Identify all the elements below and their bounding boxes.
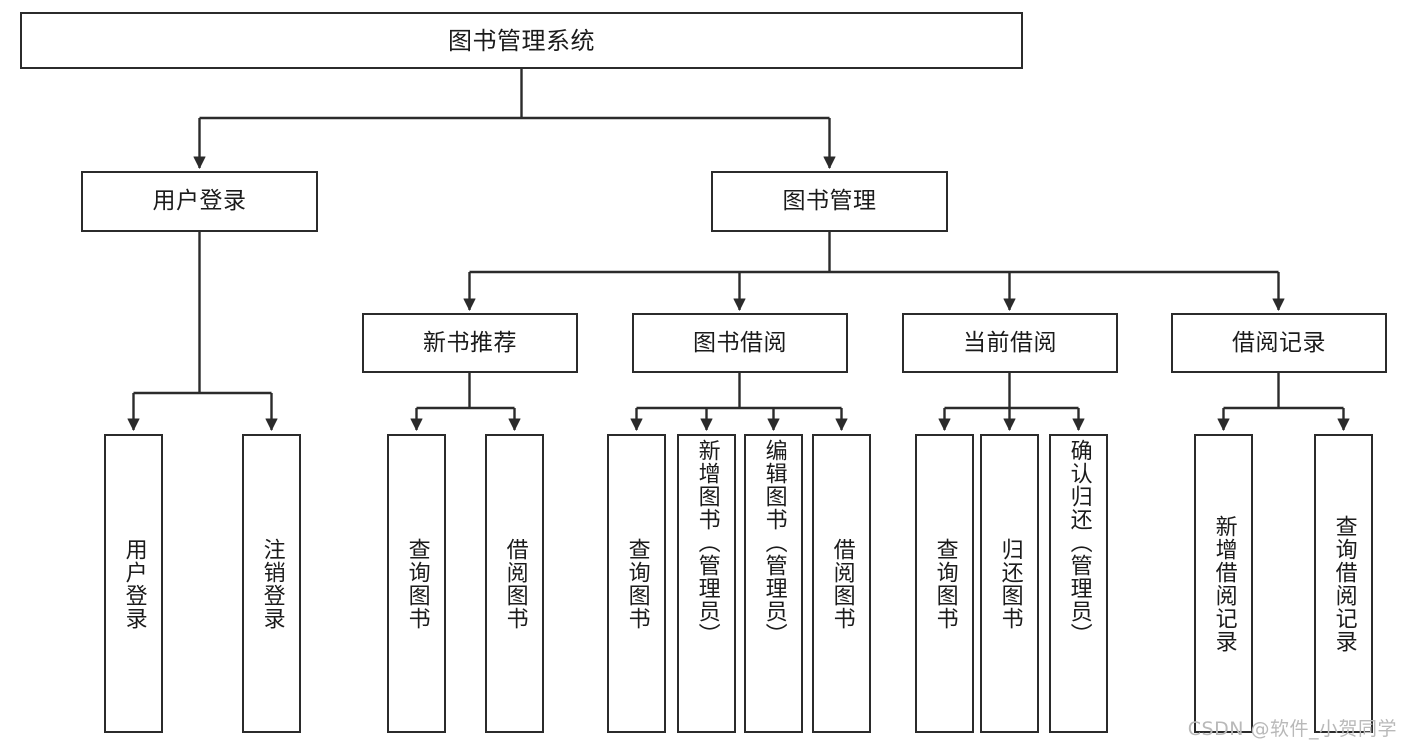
node-label: 查询借阅记录 — [1331, 514, 1357, 653]
node-user-login[interactable]: 用户登录 — [81, 171, 318, 232]
node-label: 编辑图书（管理员） — [761, 439, 787, 646]
node-label: 注销登录 — [259, 537, 285, 630]
leaf-records-add-record[interactable]: 新增借阅记录 — [1194, 434, 1253, 733]
node-label: 图书借阅 — [693, 329, 787, 356]
leaf-new-book-borrow-book[interactable]: 借阅图书 — [485, 434, 544, 733]
node-label: 新增图书（管理员） — [694, 439, 720, 646]
node-label: 图书管理系统 — [448, 26, 595, 55]
leaf-borrow-add-book-admin[interactable]: 新增图书（管理员） — [677, 434, 736, 733]
node-label: 图书管理 — [782, 188, 877, 214]
leaf-records-query-record[interactable]: 查询借阅记录 — [1314, 434, 1373, 733]
node-new-book-recommendation[interactable]: 新书推荐 — [362, 313, 578, 373]
node-label: 新书推荐 — [423, 329, 517, 356]
node-label: 确认归还（管理员） — [1066, 439, 1092, 646]
node-label: 借阅记录 — [1232, 329, 1326, 356]
watermark-text: CSDN @软件_小贺同学 — [1187, 718, 1397, 740]
leaf-borrow-borrow-book[interactable]: 借阅图书 — [812, 434, 871, 733]
node-book-management[interactable]: 图书管理 — [711, 171, 948, 232]
leaf-current-query-book[interactable]: 查询图书 — [915, 434, 974, 733]
node-borrowing-records[interactable]: 借阅记录 — [1171, 313, 1387, 373]
leaf-current-return-book[interactable]: 归还图书 — [980, 434, 1039, 733]
node-label: 用户登录 — [152, 188, 247, 214]
leaf-user-login-logout[interactable]: 注销登录 — [242, 434, 301, 733]
node-current-borrowing[interactable]: 当前借阅 — [902, 313, 1118, 373]
node-label: 查询图书 — [932, 537, 958, 630]
node-label: 归还图书 — [997, 537, 1023, 630]
node-label: 借阅图书 — [502, 537, 528, 630]
leaf-user-login-login[interactable]: 用户登录 — [104, 434, 163, 733]
leaf-new-book-query-book[interactable]: 查询图书 — [387, 434, 446, 733]
node-book-borrowing[interactable]: 图书借阅 — [632, 313, 848, 373]
node-label: 用户登录 — [121, 537, 147, 630]
node-label: 查询图书 — [624, 537, 650, 630]
node-label: 新增借阅记录 — [1211, 514, 1237, 653]
node-label: 借阅图书 — [829, 537, 855, 630]
leaf-borrow-query-book[interactable]: 查询图书 — [607, 434, 666, 733]
leaf-borrow-edit-book-admin[interactable]: 编辑图书（管理员） — [744, 434, 803, 733]
node-label: 查询图书 — [404, 537, 430, 630]
node-root-book-management-system[interactable]: 图书管理系统 — [20, 12, 1023, 69]
leaf-current-confirm-return-admin[interactable]: 确认归还（管理员） — [1049, 434, 1108, 733]
node-label: 当前借阅 — [963, 329, 1057, 356]
